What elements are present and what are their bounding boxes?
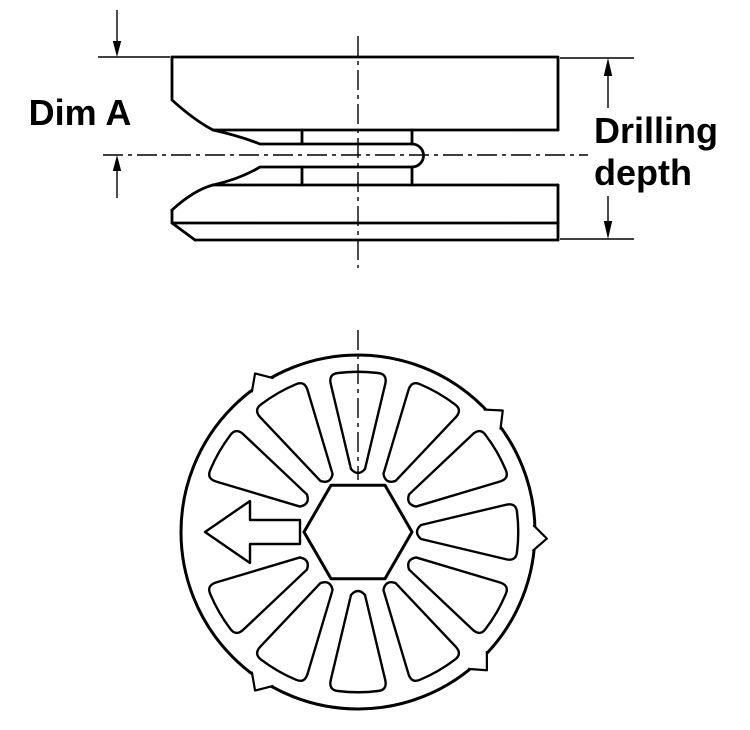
cam-body-outline xyxy=(170,55,560,242)
rim-nub xyxy=(243,365,275,394)
cam-wedge xyxy=(415,503,520,561)
plan-view xyxy=(179,330,549,711)
cam-wedge xyxy=(329,589,387,694)
rim-nub xyxy=(243,670,275,699)
direction-left-arrow-icon xyxy=(203,499,302,565)
rim-nub xyxy=(531,524,549,553)
side-view: Dim A Drilling depth xyxy=(29,10,718,268)
dim-a-lower-arrowhead-icon xyxy=(112,155,122,171)
dim-a-dimension: Dim A xyxy=(29,10,170,198)
hex-socket xyxy=(302,483,414,581)
dim-a-label: Dim A xyxy=(29,92,132,133)
dim-a-upper-arrowhead-icon xyxy=(112,41,122,57)
drilling-depth-label-line1: Drilling xyxy=(594,110,718,151)
drilling-depth-label-line2: depth xyxy=(594,152,692,193)
drilling-upper-arrowhead-icon xyxy=(603,58,613,76)
rim-nub xyxy=(482,399,513,431)
drilling-lower-arrowhead-icon xyxy=(603,221,613,239)
drilling-depth-dimension: Drilling depth xyxy=(560,57,718,240)
rim-nub xyxy=(466,650,498,681)
